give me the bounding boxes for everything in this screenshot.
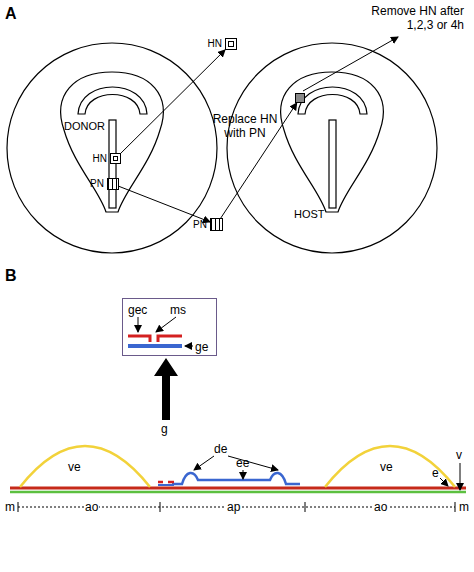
circle-outline bbox=[6, 42, 218, 254]
graft-square bbox=[295, 93, 305, 103]
part-label: gec bbox=[128, 303, 147, 317]
region-label: m bbox=[4, 500, 16, 514]
part-label: ge bbox=[195, 340, 208, 354]
transfer-arrow bbox=[119, 186, 210, 222]
part-label: ms bbox=[170, 303, 186, 317]
circle-outline bbox=[226, 42, 438, 254]
transfer-arrow bbox=[221, 103, 297, 218]
host-embryo bbox=[281, 72, 384, 212]
part-label: ve bbox=[68, 460, 81, 474]
donor-circle: DONOR HN PN bbox=[6, 42, 218, 254]
node-label: PN bbox=[90, 178, 104, 190]
part-label: g bbox=[161, 422, 168, 436]
note-text: Remove HN after 1,2,3 or 4h bbox=[352, 4, 464, 32]
panel-letter: B bbox=[5, 266, 17, 286]
host-circle: HOST bbox=[226, 42, 438, 254]
node-label: HOST bbox=[294, 208, 325, 221]
node-label: HN bbox=[208, 38, 222, 50]
inset-detail bbox=[128, 317, 193, 348]
node-label: DONOR bbox=[64, 120, 105, 133]
hensen-node-box: HN bbox=[110, 153, 121, 164]
part-label: e bbox=[432, 466, 439, 480]
part-label: de bbox=[214, 442, 227, 456]
hensen-node-box: HN bbox=[225, 38, 237, 50]
transfer-arrow bbox=[121, 50, 225, 153]
panel-letter: A bbox=[5, 4, 17, 24]
node-label: HN bbox=[93, 153, 107, 165]
posterior-node-box: PN bbox=[210, 218, 223, 231]
node-label: PN bbox=[193, 219, 207, 231]
part-label: ee bbox=[236, 456, 249, 470]
region-label: ap bbox=[226, 500, 241, 514]
donor-embryo bbox=[61, 72, 164, 212]
posterior-node-box: PN bbox=[107, 178, 119, 190]
region-label: ao bbox=[84, 500, 99, 514]
region-label: m bbox=[458, 500, 470, 514]
note-text: Replace HN with PN bbox=[208, 112, 282, 140]
part-label: v bbox=[456, 448, 462, 462]
zoom-arrow bbox=[154, 358, 178, 420]
inset-box: gec ms ge bbox=[122, 298, 217, 356]
region-label: ao bbox=[373, 500, 388, 514]
part-label: ve bbox=[380, 460, 393, 474]
